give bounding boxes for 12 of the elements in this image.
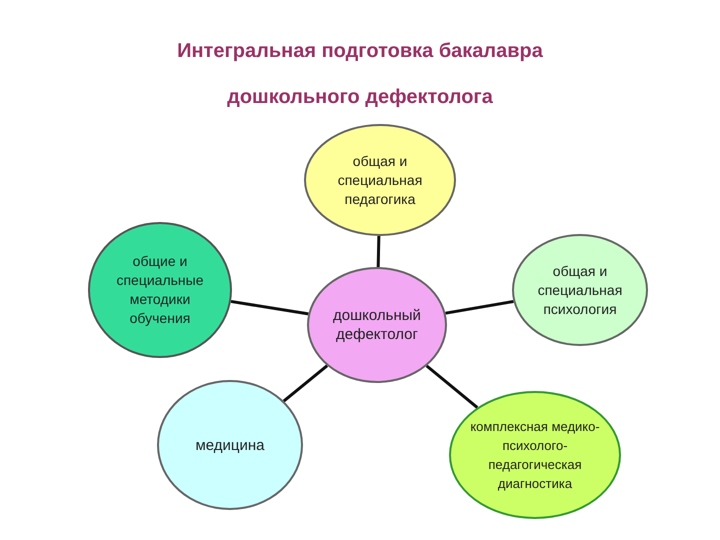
node-text: медицина	[194, 436, 266, 454]
node-text: дошкольный дефектолог	[332, 306, 422, 344]
connector-line	[445, 300, 514, 315]
connector-line	[282, 364, 328, 402]
diagram-title: Интегральная подготовка бакалавра дошкольного дефектолога	[176, 39, 544, 110]
node-text: общая и специальная психология	[536, 262, 624, 318]
node-text: общие и специальные методики обучения	[115, 252, 205, 328]
node-text: общая и специальная педагогика	[336, 152, 424, 208]
connector-line	[230, 300, 309, 316]
connector-line	[426, 364, 478, 409]
node-text: комплексная медико-психолого-педагогическая диагностика	[469, 418, 601, 493]
connector-line	[376, 236, 380, 268]
